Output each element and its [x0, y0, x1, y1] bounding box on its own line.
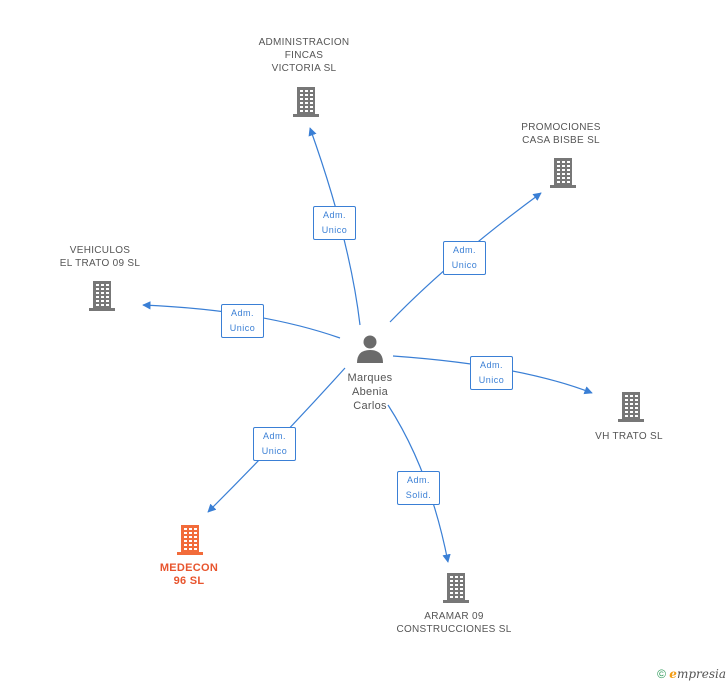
edge-label-aramar: Adm. Solid.: [397, 471, 440, 505]
company-label-vehiculos[interactable]: VEHICULOS EL TRATO 09 SL: [59, 245, 141, 269]
building-icon-aramar[interactable]: [443, 573, 469, 603]
edge-label-promociones: Adm. Unico: [443, 241, 486, 275]
footer-brand: © empresia: [657, 667, 726, 681]
copyright-icon: ©: [657, 667, 666, 681]
building-icon-promociones[interactable]: [550, 158, 576, 188]
edge-label-administracion: Adm. Unico: [313, 206, 356, 240]
company-label-medecon[interactable]: MEDECON 96 SL: [159, 562, 219, 587]
brand-logo: empresia: [669, 667, 726, 681]
company-label-administracion[interactable]: ADMINISTRACION FINCAS VICTORIA SL: [258, 37, 350, 74]
building-icon-medecon[interactable]: [177, 525, 203, 555]
person-label[interactable]: Marques Abenia Carlos: [347, 372, 393, 412]
company-label-promociones[interactable]: PROMOCIONES CASA BISBE SL: [521, 122, 601, 146]
building-icon-administracion[interactable]: [293, 87, 319, 117]
edge-label-medecon: Adm. Unico: [253, 427, 296, 461]
person-icon[interactable]: [357, 335, 383, 364]
edge-label-vehiculos: Adm. Unico: [221, 304, 264, 338]
building-icon-vhtrato[interactable]: [618, 392, 644, 422]
edge-label-vhtrato: Adm. Unico: [470, 356, 513, 390]
company-label-aramar[interactable]: ARAMAR 09 CONSTRUCCIONES SL: [396, 611, 512, 635]
building-icon-vehiculos[interactable]: [89, 281, 115, 311]
company-label-vhtrato[interactable]: VH TRATO SL: [595, 431, 663, 442]
